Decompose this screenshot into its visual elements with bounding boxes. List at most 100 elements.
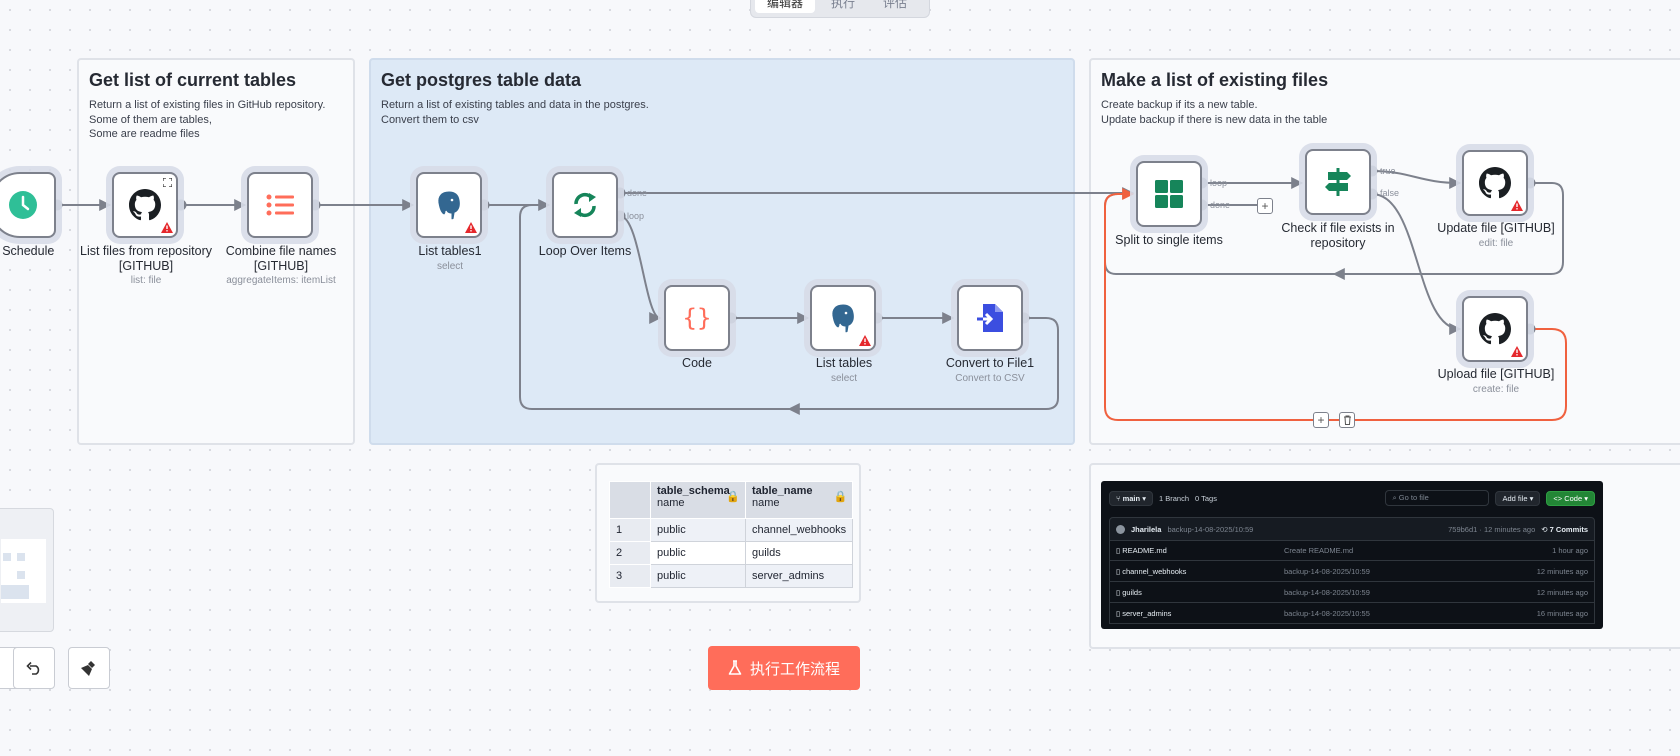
signpost-icon xyxy=(1325,168,1351,196)
node-list-tables-postgres[interactable] xyxy=(810,285,876,351)
edge-check-false-to-upload xyxy=(1371,193,1462,335)
node-label: Upload file [GITHUB] xyxy=(1437,367,1555,381)
node-label: Convert to File1 xyxy=(945,356,1035,370)
add-node-on-edge-button[interactable]: + xyxy=(1313,412,1329,428)
clock-icon xyxy=(9,191,37,219)
node-loop-over-items[interactable] xyxy=(552,172,618,238)
node-subtitle: select xyxy=(436,261,464,272)
port-label-loop: loop xyxy=(1210,178,1228,188)
loop-icon xyxy=(574,192,596,218)
edge-upload-back-to-split xyxy=(1104,188,1567,421)
undo-button[interactable] xyxy=(13,647,55,689)
list-icon xyxy=(266,194,294,216)
tab-executions[interactable]: 执行 xyxy=(831,0,856,10)
expand-icon xyxy=(163,178,172,187)
node-upload-file-github[interactable] xyxy=(1462,296,1528,362)
node-subtitle: select xyxy=(830,373,858,384)
branch-selector: ⑂ main ▾ xyxy=(1109,490,1153,506)
svg-text:{}: {} xyxy=(683,304,712,332)
note-description: Return a list of existing tables and dat… xyxy=(381,99,649,126)
node-label: Check if file exists in repository xyxy=(1281,221,1395,250)
node-list-files-github[interactable] xyxy=(112,172,178,238)
node-label: List files from repository [GITHUB] xyxy=(80,244,212,273)
note-title: Get list of current tables xyxy=(89,70,297,90)
node-label: Code xyxy=(682,356,712,370)
broom-icon xyxy=(81,661,95,676)
port-label-true: true xyxy=(1380,166,1396,176)
port-label-loop: loop xyxy=(627,211,645,221)
latest-commit: Jharilela backup-14-08-2025/10:59 759b6d… xyxy=(1109,517,1595,541)
code-button: <> Code ▾ xyxy=(1546,490,1595,506)
edge-loop-to-code xyxy=(619,215,662,324)
node-update-file-github[interactable] xyxy=(1462,150,1528,216)
execute-workflow-label: 执行工作流程 xyxy=(749,659,840,678)
node-combine-file-names[interactable] xyxy=(247,172,313,238)
github-repo-screenshot: ⑂ main ▾ 1 Branch 0 Tags ⌕ Go to file Ad… xyxy=(1101,481,1603,629)
note-description: Create backup if its a new table. Update… xyxy=(1101,99,1328,126)
port-label-done: done xyxy=(627,188,648,198)
sticky-note-postgres[interactable]: Get postgres table data Return a list of… xyxy=(369,58,1075,445)
node-subtitle: list: file xyxy=(130,275,162,286)
delete-edge-button[interactable] xyxy=(1339,412,1355,428)
node-label: Update file [GITHUB] xyxy=(1437,221,1555,235)
port-label-false: false xyxy=(1380,188,1400,198)
github-icon xyxy=(129,189,161,221)
code-braces-icon: {} xyxy=(683,304,712,332)
node-check-file-exists[interactable] xyxy=(1305,149,1371,215)
node-label: List tables1 xyxy=(418,244,482,258)
add-node-button[interactable]: + xyxy=(1257,198,1273,214)
execute-workflow-button[interactable]: 执行工作流程 xyxy=(708,646,860,690)
warning-icon xyxy=(161,222,173,233)
tag-count: 0 Tags xyxy=(1195,493,1217,503)
node-subtitle: edit: file xyxy=(1478,238,1514,249)
flask-icon xyxy=(728,660,742,675)
convert-file-icon xyxy=(977,304,1003,332)
note-title: Make a list of existing files xyxy=(1101,70,1329,90)
sticky-note-tables[interactable]: Get list of current tables Return a list… xyxy=(77,58,355,445)
port-label-done: done xyxy=(1210,200,1231,210)
avatar xyxy=(1116,524,1125,534)
tidy-up-button[interactable] xyxy=(68,647,110,689)
postgres-elephant-icon xyxy=(831,303,855,334)
node-label: Split to single items xyxy=(1115,233,1223,247)
tab-evaluations[interactable]: 评估 xyxy=(883,0,908,10)
github-icon xyxy=(1479,167,1511,199)
warning-icon xyxy=(1511,200,1523,211)
tab-editor[interactable]: 编辑器 xyxy=(755,0,816,13)
warning-icon xyxy=(1511,346,1523,357)
note-description: Return a list of existing files in GitHu… xyxy=(89,99,326,140)
node-subtitle: aggregateItems: itemList xyxy=(226,275,336,286)
minimap[interactable] xyxy=(0,508,54,632)
github-repo-preview: ⑂ main ▾ 1 Branch 0 Tags ⌕ Go to file Ad… xyxy=(1089,463,1680,649)
node-schedule-trigger[interactable] xyxy=(0,172,56,238)
github-icon xyxy=(1479,313,1511,345)
trash-icon xyxy=(1343,415,1351,425)
add-file-button: Add file ▾ xyxy=(1495,490,1541,506)
view-tabs: 编辑器 执行 评估 xyxy=(750,0,930,18)
lock-icon: 🔒 xyxy=(833,491,848,503)
node-label: List tables xyxy=(815,356,873,370)
node-convert-to-file[interactable] xyxy=(957,285,1023,351)
node-subtitle: Convert to CSV xyxy=(955,373,1025,384)
node-code[interactable]: {} xyxy=(664,285,730,351)
sticky-note-files[interactable]: Make a list of existing files Create bac… xyxy=(1089,58,1680,445)
node-split-items[interactable] xyxy=(1136,161,1202,227)
lock-icon: 🔒 xyxy=(726,491,740,503)
warning-icon xyxy=(465,222,477,233)
node-subtitle: create: file xyxy=(1472,384,1520,395)
note-title: Get postgres table data xyxy=(381,70,582,90)
node-list-tables1-postgres[interactable] xyxy=(416,172,482,238)
node-label: ly Schedule xyxy=(0,244,55,258)
warning-icon xyxy=(859,335,871,346)
